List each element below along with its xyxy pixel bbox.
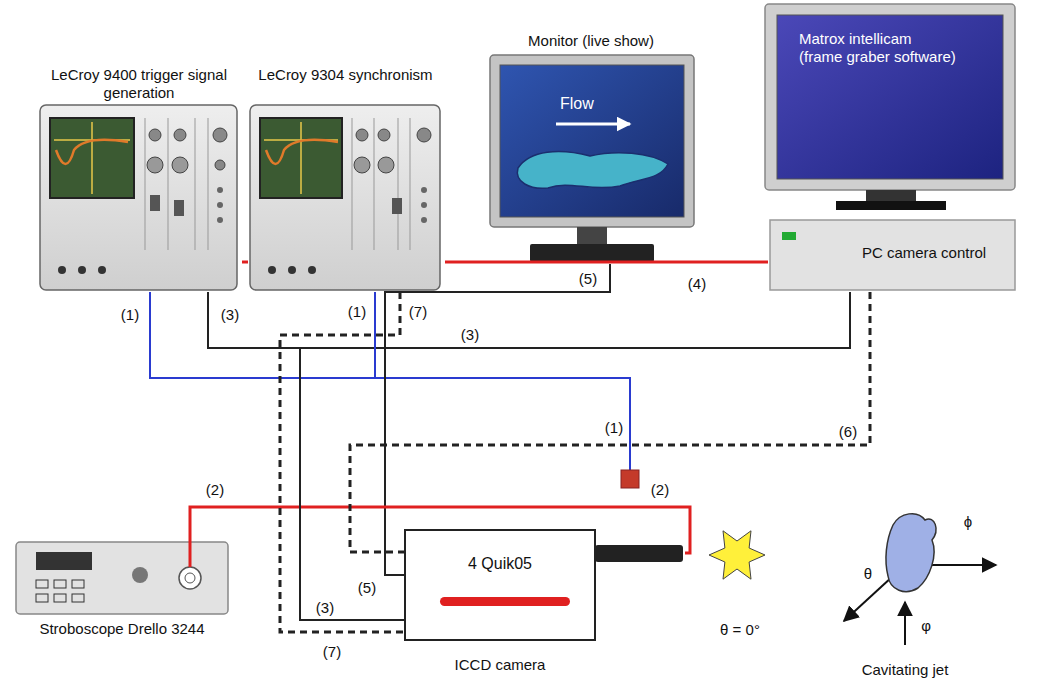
callout-number: (1): [346, 303, 368, 320]
stroboscope: [16, 542, 228, 614]
node-sublabel: Flow: [560, 94, 620, 113]
iccd-camera: [405, 530, 683, 640]
cable: [385, 264, 610, 575]
callout-number: (3): [314, 599, 336, 616]
oscilloscope: LeCroy 9304 synchronism: [248, 64, 445, 292]
callout-number: (1): [603, 419, 625, 436]
coordinate-axes: [844, 514, 996, 645]
sensor: [621, 470, 639, 488]
callout-number: (3): [459, 326, 481, 343]
stroboscope: Stroboscope Drello 3244: [14, 540, 232, 644]
cable: [208, 292, 405, 620]
cavitation-flash: [709, 531, 765, 579]
node-label: Matrox intellicam (frame graber software…: [799, 30, 959, 66]
oscilloscope: LeCroy 9400 trigger signal generation: [38, 64, 242, 292]
oscilloscope: [250, 105, 440, 290]
callout-number: (7): [321, 643, 343, 660]
node-sublabel: ICCD camera: [405, 656, 595, 674]
callout-number: (7): [407, 303, 429, 320]
callout-number: (4): [686, 275, 708, 292]
cable: [208, 292, 850, 348]
callout-number: (3): [219, 306, 241, 323]
node-label: 4 Quik05: [405, 554, 595, 573]
callout-number: (5): [356, 579, 378, 596]
node-label: LeCroy 9304 synchronism: [248, 66, 443, 84]
oscilloscope: [40, 105, 237, 290]
jet-label: Cavitating jet: [860, 661, 951, 678]
live-monitor: [490, 55, 694, 262]
sensor-wire: [375, 378, 630, 470]
node-label: Stroboscope Drello 3244: [14, 620, 230, 638]
cable: [190, 507, 690, 553]
camera: 4 Quik05ICCD camera: [405, 530, 685, 680]
axis-label: ϕ: [962, 513, 974, 530]
callout-number: (2): [649, 481, 671, 498]
cable: [242, 261, 248, 264]
angle-label: θ = 0°: [718, 621, 762, 638]
callout-number: (5): [577, 270, 599, 287]
pc-case: [770, 220, 1015, 290]
pc-monitor: Matrox intellicam (frame graber software…: [763, 4, 1015, 210]
cable: [445, 261, 768, 264]
callout-number: (6): [837, 423, 859, 440]
monitor: Monitor (live show) Flow: [488, 30, 696, 264]
strobe-lead: [189, 540, 192, 567]
pc-box: PC camera control: [768, 218, 1017, 292]
callout-number: (1): [119, 306, 141, 323]
axis-label: φ: [919, 617, 933, 634]
axis-label: θ: [862, 565, 874, 582]
pc-monitor: [765, 4, 1015, 210]
cable: [280, 292, 405, 632]
cable: [350, 292, 870, 552]
callout-number: (2): [204, 481, 226, 498]
node-label: Monitor (live show): [488, 32, 694, 50]
node-label: PC camera control: [838, 244, 1010, 262]
node-label: LeCroy 9400 trigger signal generation: [38, 66, 240, 102]
